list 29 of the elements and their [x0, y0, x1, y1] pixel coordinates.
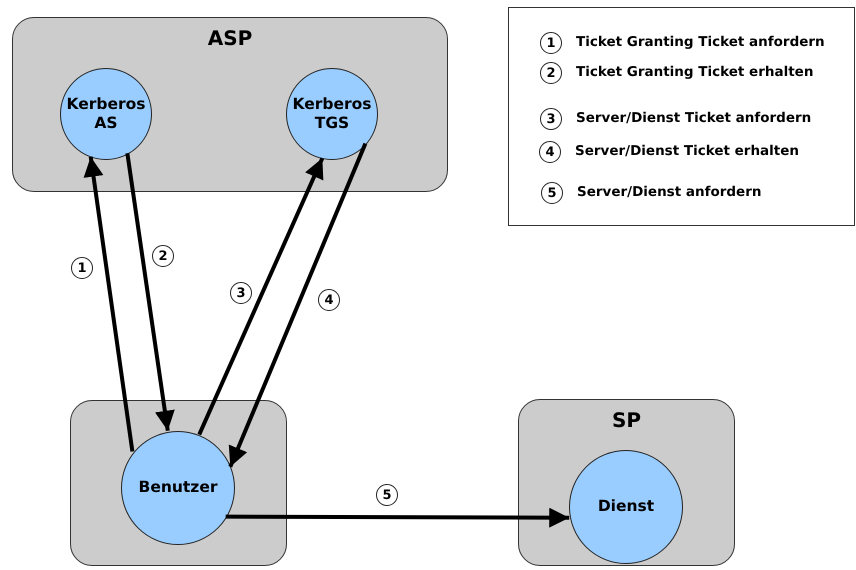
callout-number: 1: [540, 32, 562, 54]
callout-number: 2: [540, 62, 562, 84]
edge-label: 2: [152, 245, 174, 267]
legend-text: Server/Dienst Ticket erhalten: [575, 143, 800, 159]
arrow: [226, 508, 570, 528]
group-box: [70, 400, 287, 566]
edge-label: 5: [376, 484, 398, 506]
edge-label: 4: [318, 289, 340, 311]
callout-number: 4: [539, 141, 561, 163]
group-box: [518, 399, 735, 566]
group-title: SP: [610, 408, 642, 432]
group-box: [12, 17, 448, 192]
node-label: Kerberos TGS: [291, 94, 373, 134]
legend-text: Ticket Granting Ticket anfordern: [576, 34, 825, 50]
callout-number: 5: [541, 182, 563, 204]
legend-text: Ticket Granting Ticket erhalten: [576, 64, 814, 80]
node-label: Benutzer: [138, 478, 218, 498]
arrow: [228, 142, 368, 468]
arrow: [197, 157, 324, 436]
callout-number: 3: [540, 108, 562, 130]
arrow: [125, 152, 175, 432]
legend-text: Server/Dienst Ticket anfordern: [576, 110, 812, 126]
node-label: Dienst: [598, 497, 654, 517]
arrow: [84, 156, 134, 452]
group-title: ASP: [206, 26, 254, 50]
node-label: Kerberos AS: [65, 94, 147, 134]
legend-text: Server/Dienst anfordern: [577, 184, 762, 200]
edge-label: 3: [230, 282, 252, 304]
edge-label: 1: [71, 257, 93, 279]
